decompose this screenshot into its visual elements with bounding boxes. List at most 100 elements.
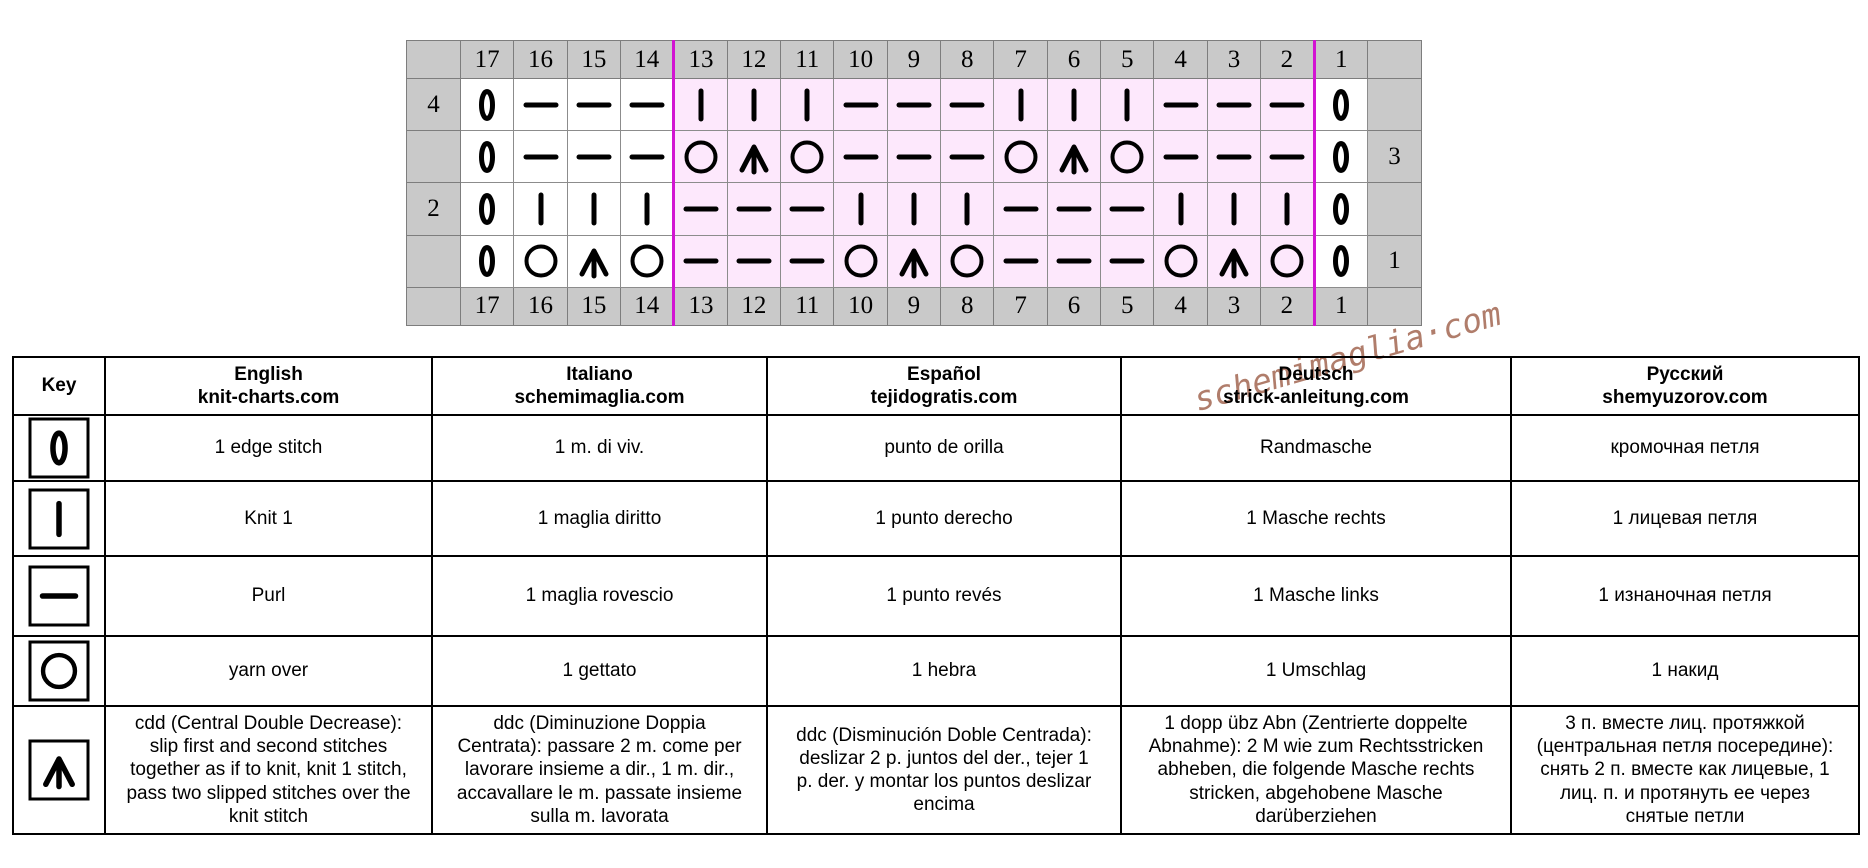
knit-icon (911, 192, 917, 226)
stitch-cell (886, 234, 942, 288)
column-number: 1 (1313, 286, 1368, 327)
column-number: 11 (780, 286, 835, 327)
column-number: 10 (833, 286, 888, 327)
column-number: 2 (1260, 286, 1316, 327)
stitch-cell (1153, 182, 1208, 236)
key-description: 1 накид (1510, 635, 1860, 707)
cdd-icon (579, 248, 609, 279)
column-number: 8 (940, 39, 995, 80)
stitch-cell (1100, 234, 1155, 288)
stitch-cell (459, 78, 515, 132)
cdd-icon (739, 144, 769, 175)
stitch-cell (993, 78, 1048, 132)
column-number: 8 (940, 286, 995, 327)
column-number: 15 (566, 39, 622, 80)
stitch-cell (513, 130, 568, 184)
key-description: 1 Umschlag (1120, 635, 1512, 707)
key-description: 1 maglia diritto (431, 480, 768, 557)
stitch-cell (940, 182, 995, 236)
chart-corner (406, 286, 461, 327)
stitch-cell (672, 130, 728, 184)
yarn-over-icon (1004, 140, 1038, 174)
description-line: 3 п. вместе лиц. протяжкой (1565, 713, 1805, 735)
yarn-over-icon (524, 244, 558, 278)
stitch-cell (1100, 182, 1155, 236)
stitch-cell (780, 78, 835, 132)
stitch-cell (620, 78, 675, 132)
description-line: снять 2 п. вместе как лицевые, 1 (1540, 759, 1830, 781)
stitch-cell (566, 130, 622, 184)
stitch-cell (566, 234, 622, 288)
purl-icon (789, 206, 825, 212)
yarn-over-icon (950, 244, 984, 278)
key-symbol-cell (12, 414, 106, 482)
knit-icon (644, 192, 650, 226)
key-description: 1 Masche links (1120, 555, 1512, 637)
key-corner-header: Key (12, 356, 106, 416)
stitch-cell (780, 182, 835, 236)
stitch-cell (726, 130, 782, 184)
yarn-over-icon (1110, 140, 1144, 174)
edge-stitch-icon (1333, 245, 1350, 278)
description-line: lavorare insieme a dir., 1 m. dir., (464, 759, 735, 781)
stitch-cell (833, 130, 888, 184)
stitch-cell (780, 234, 835, 288)
column-number: 14 (620, 286, 675, 327)
purl-icon (1163, 154, 1199, 160)
knit-icon (858, 192, 864, 226)
description-line: Abnahme): 2 M wie zum Rechtsstricken (1148, 736, 1484, 758)
column-number: 14 (620, 39, 675, 80)
purl-icon (789, 258, 825, 264)
column-number: 17 (459, 286, 515, 327)
stitch-cell (1206, 234, 1262, 288)
column-number: 4 (1153, 286, 1208, 327)
purl-icon (1216, 102, 1252, 108)
column-number: 2 (1260, 39, 1316, 80)
stitch-cell (833, 182, 888, 236)
column-number: 7 (993, 286, 1048, 327)
description-line: 1 dopp übz Abn (Zentrierte doppelte (1164, 713, 1468, 735)
chart-row: 1 (406, 234, 1422, 288)
knit-icon (698, 88, 704, 122)
description-line: accavallare le m. passate insieme (456, 782, 743, 804)
stitch-cell (513, 78, 568, 132)
key-description: 1 m. di viv. (431, 414, 768, 482)
knit-icon (28, 488, 90, 549)
row-number-right (1367, 78, 1422, 132)
header-lang: Italiano (566, 363, 633, 385)
key-description: 3 п. вместе лиц. протяжкой(центральная п… (1510, 705, 1860, 835)
stitch-cell (993, 182, 1048, 236)
stitch-cell (1046, 130, 1102, 184)
key-description: 1 edge stitch (104, 414, 433, 482)
description-line: лиц. п. и протянуть ее через (1559, 782, 1811, 804)
knit-icon (1124, 88, 1130, 122)
purl-icon (576, 102, 612, 108)
stitch-cell (940, 234, 995, 288)
key-symbol-cell (12, 705, 106, 835)
purl-icon (1269, 154, 1305, 160)
yarn-over-icon (28, 640, 90, 702)
column-number: 4 (1153, 39, 1208, 80)
description-line: stricken, abgehobene Masche (1189, 782, 1443, 804)
knit-icon (1231, 192, 1237, 226)
column-number: 9 (886, 39, 942, 80)
purl-icon (1056, 206, 1092, 212)
stitch-cell (833, 234, 888, 288)
column-number: 13 (672, 39, 728, 80)
knit-icon (1178, 192, 1184, 226)
purl-icon (843, 154, 879, 160)
stitch-cell (1206, 182, 1262, 236)
row-number-left (406, 130, 461, 184)
stitch-cell (672, 182, 728, 236)
edge-stitch-icon (28, 417, 90, 479)
purl-icon (683, 206, 719, 212)
key-description: punto de orilla (766, 414, 1122, 482)
stitch-cell (620, 182, 675, 236)
description-line: encima (913, 794, 975, 816)
